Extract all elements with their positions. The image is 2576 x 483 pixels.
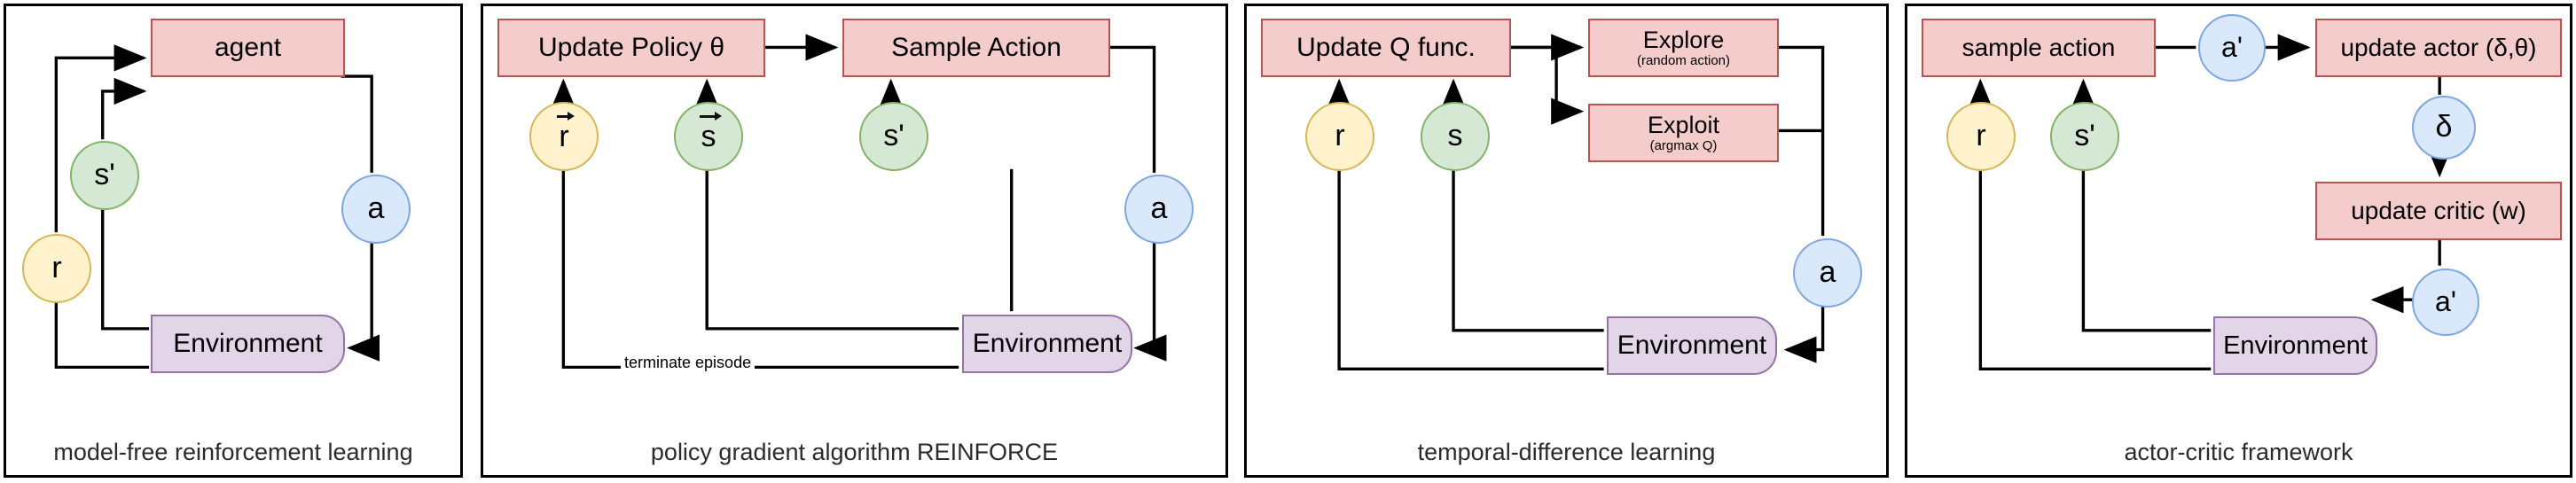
- node-action-next-top-label: a': [2221, 31, 2243, 64]
- node-update-q-function-label: Update Q func.: [1296, 33, 1476, 63]
- node-sample-action-label: sample action: [1961, 34, 2116, 62]
- node-reward[interactable]: r: [1946, 102, 2016, 171]
- node-state-next-label: s': [94, 158, 115, 192]
- panel2-connector-wires: [550, 34, 1167, 370]
- node-action-next-bottom-label: a': [2435, 285, 2456, 318]
- node-state-next[interactable]: s': [859, 102, 928, 171]
- node-action[interactable]: a: [341, 175, 411, 244]
- node-action[interactable]: a: [1793, 238, 1862, 308]
- panel3-connector-wires: [1325, 34, 1825, 371]
- node-reward[interactable]: r: [1305, 102, 1374, 171]
- node-update-policy[interactable]: Update Policy θ: [497, 19, 765, 77]
- node-action[interactable]: a: [1124, 175, 1194, 244]
- panel2-caption: policy gradient algorithm REINFORCE: [650, 439, 1059, 465]
- node-reward-vector-label: r: [557, 111, 575, 153]
- node-agent[interactable]: agent: [151, 19, 345, 77]
- node-update-actor-label: update actor (δ,θ): [2340, 34, 2537, 62]
- node-explore-subtitle: (random action): [1636, 52, 1731, 68]
- node-environment[interactable]: Environment: [962, 315, 1132, 373]
- node-reward-label: r: [1976, 119, 1986, 153]
- node-state-next-label: s': [2074, 119, 2095, 153]
- node-update-q-function[interactable]: Update Q func.: [1261, 19, 1511, 77]
- node-action-next-top[interactable]: a': [2198, 14, 2266, 82]
- panel4-caption: actor-critic framework: [2124, 439, 2353, 465]
- node-state-label: s: [1447, 119, 1463, 153]
- node-reward[interactable]: r: [22, 234, 91, 303]
- node-action-next-bottom[interactable]: a': [2412, 269, 2479, 336]
- node-reward-label: r: [1335, 119, 1345, 153]
- panel1-caption: model-free reinforcement learning: [53, 439, 413, 465]
- node-state[interactable]: s: [1421, 102, 1490, 171]
- edge-label-terminate-episode: terminate episode: [621, 354, 756, 372]
- node-sample-action-label: Sample Action: [891, 33, 1061, 63]
- node-environment[interactable]: Environment: [151, 315, 345, 373]
- node-exploit[interactable]: Exploit (argmax Q): [1588, 104, 1779, 162]
- panel3-caption: temporal-difference learning: [1417, 439, 1716, 465]
- node-state-next[interactable]: s': [2050, 102, 2119, 171]
- node-update-actor[interactable]: update actor (δ,θ): [2315, 19, 2562, 77]
- node-action-label: a: [1819, 255, 1836, 290]
- node-action-label: a: [367, 191, 385, 226]
- node-action-label: a: [1150, 191, 1168, 226]
- node-update-policy-label: Update Policy θ: [537, 33, 725, 63]
- node-sample-action[interactable]: sample action: [1922, 19, 2156, 77]
- node-sample-action[interactable]: Sample Action: [842, 19, 1110, 77]
- node-delta-label: δ: [2435, 110, 2453, 144]
- node-state-vector[interactable]: s: [674, 102, 743, 171]
- panel-temporal-difference: Update Q func. Explore (random action) E…: [1244, 4, 1889, 478]
- node-state-next[interactable]: s': [70, 141, 139, 210]
- node-agent-label: agent: [214, 33, 282, 63]
- node-environment-label: Environment: [972, 329, 1123, 359]
- node-state-vector-label: s: [699, 111, 722, 153]
- node-explore-title: Explore: [1642, 27, 1725, 54]
- panel-actor-critic: sample action a' update actor (δ,θ) δ up…: [1905, 4, 2572, 478]
- node-exploit-title: Exploit: [1647, 112, 1720, 139]
- node-update-critic-label: update critic (w): [2351, 197, 2526, 225]
- node-environment-label: Environment: [173, 329, 323, 359]
- node-exploit-subtitle: (argmax Q): [1649, 137, 1718, 153]
- node-reward-vector[interactable]: r: [529, 102, 599, 171]
- node-environment-label: Environment: [2223, 331, 2368, 360]
- node-explore[interactable]: Explore (random action): [1588, 19, 1779, 77]
- node-reward-label: r: [51, 251, 62, 285]
- panel-model-free-rl: agent s' r a Environment model-free rein…: [4, 4, 463, 478]
- node-update-critic[interactable]: update critic (w): [2315, 182, 2562, 240]
- panel-policy-gradient: Update Policy θ Sample Action r s s': [481, 4, 1228, 478]
- node-environment-label: Environment: [1617, 331, 1767, 361]
- node-environment[interactable]: Environment: [1607, 316, 1777, 375]
- node-state-next-label: s': [883, 119, 904, 153]
- node-delta[interactable]: δ: [2412, 96, 2476, 160]
- node-environment[interactable]: Environment: [2213, 316, 2377, 375]
